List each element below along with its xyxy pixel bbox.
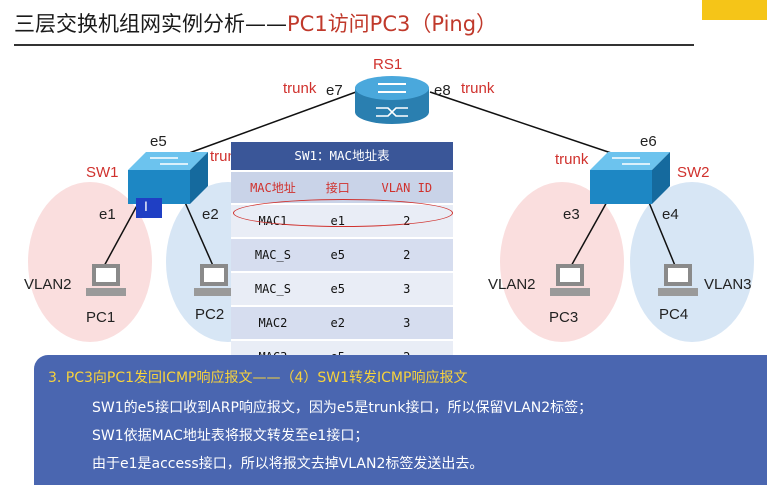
port-cell: e2 <box>314 305 361 340</box>
link-sw2-pc3 <box>569 199 609 269</box>
pc4-icon <box>658 264 698 296</box>
sw1-port-e1-marker <box>136 198 162 218</box>
sw1-port-pc2: e2 <box>202 206 219 223</box>
pc3-icon <box>550 264 590 296</box>
mac-cell: MAC_S <box>231 237 315 272</box>
pc1-name: PC1 <box>86 309 116 326</box>
corner-accent <box>702 0 767 20</box>
vlan2-zone-right <box>500 182 624 342</box>
router-name: RS1 <box>373 56 403 73</box>
table-row: MAC2 e2 3 <box>231 305 453 340</box>
panel-line: SW1依据MAC地址表将报文转发至e1接口； <box>92 428 369 444</box>
sw2-port-pc3: e3 <box>563 206 580 223</box>
router-right-link-type: trunk <box>461 80 495 97</box>
link-sw1-pc1 <box>102 199 141 269</box>
sw1-port-pc1: e1 <box>99 206 116 223</box>
sw2-port-up: e6 <box>640 133 657 150</box>
vlan-cell: 2 <box>360 237 453 272</box>
panel-line: SW1的e5接口收到ARP响应报文，因为e5是trunk接口，所以保留VLAN2… <box>92 400 593 416</box>
panel-heading: 3. PC3向PC1发回ICMP响应报文——（4）SW1转发ICMP响应报文 <box>48 370 468 386</box>
panel-line: 由于e1是access接口，所以将报文去掉VLAN2标签发送出去。 <box>92 456 484 472</box>
vlan2-zone-left <box>28 182 152 342</box>
mac-cell: MAC2 <box>231 305 315 340</box>
vlan3-zone-right <box>630 182 754 342</box>
title-main: 三层交换机组网实例分析—— <box>14 12 287 36</box>
router-port-left: e7 <box>326 82 343 99</box>
switch-sw1-icon <box>128 152 208 204</box>
mac-table-title: SW1：MAC地址表 <box>231 142 453 170</box>
title-underline <box>14 44 694 46</box>
router-port-right: e8 <box>434 82 451 99</box>
switch-sw2-icon <box>590 152 670 204</box>
pc1-icon <box>86 264 126 296</box>
mac-address-table: SW1：MAC地址表 MAC地址 接口 VLAN ID MAC1 e1 2 MA… <box>231 142 453 373</box>
link-sw2-pc4 <box>647 199 677 269</box>
mac1-row-highlight <box>233 199 453 227</box>
port-cell: e5 <box>314 271 361 306</box>
pc3-vlan-label: VLAN2 <box>488 276 536 293</box>
sw1-port-up: e5 <box>150 133 167 150</box>
mac-table-header: VLAN ID <box>360 170 453 204</box>
mac-cell: MAC_S <box>231 271 315 306</box>
router-left-link-type: trunk <box>283 80 317 97</box>
port-cell: e5 <box>314 237 361 272</box>
vlan-cell: 3 <box>360 271 453 306</box>
title-sub: PC1访问PC3（Ping） <box>287 12 498 36</box>
router-icon <box>355 76 429 124</box>
link-sw1-pc2 <box>183 199 215 269</box>
table-row: MAC_S e5 3 <box>231 271 453 306</box>
link-rs1-sw1 <box>169 91 357 161</box>
pc4-vlan-label: VLAN3 <box>704 276 752 293</box>
link-rs1-sw2 <box>429 91 633 161</box>
sw1-name: SW1 <box>86 164 119 181</box>
mac-table-header: MAC地址 <box>231 170 315 204</box>
pc3-name: PC3 <box>549 309 579 326</box>
vlan-cell: 3 <box>360 305 453 340</box>
sw2-name: SW2 <box>677 164 710 181</box>
sw1-port-marker-label: I <box>144 198 148 214</box>
pc1-vlan-label: VLAN2 <box>24 276 72 293</box>
pc4-name: PC4 <box>659 306 689 323</box>
table-row: MAC_S e5 2 <box>231 237 453 272</box>
page-title: 三层交换机组网实例分析——PC1访问PC3（Ping） <box>14 8 497 38</box>
pc2-name: PC2 <box>195 306 225 323</box>
sw2-port-pc4: e4 <box>662 206 679 223</box>
sw2-link-type: trunk <box>555 151 589 168</box>
explanation-panel: 3. PC3向PC1发回ICMP响应报文——（4）SW1转发ICMP响应报文 S… <box>34 355 767 485</box>
pc2-icon <box>194 264 234 296</box>
